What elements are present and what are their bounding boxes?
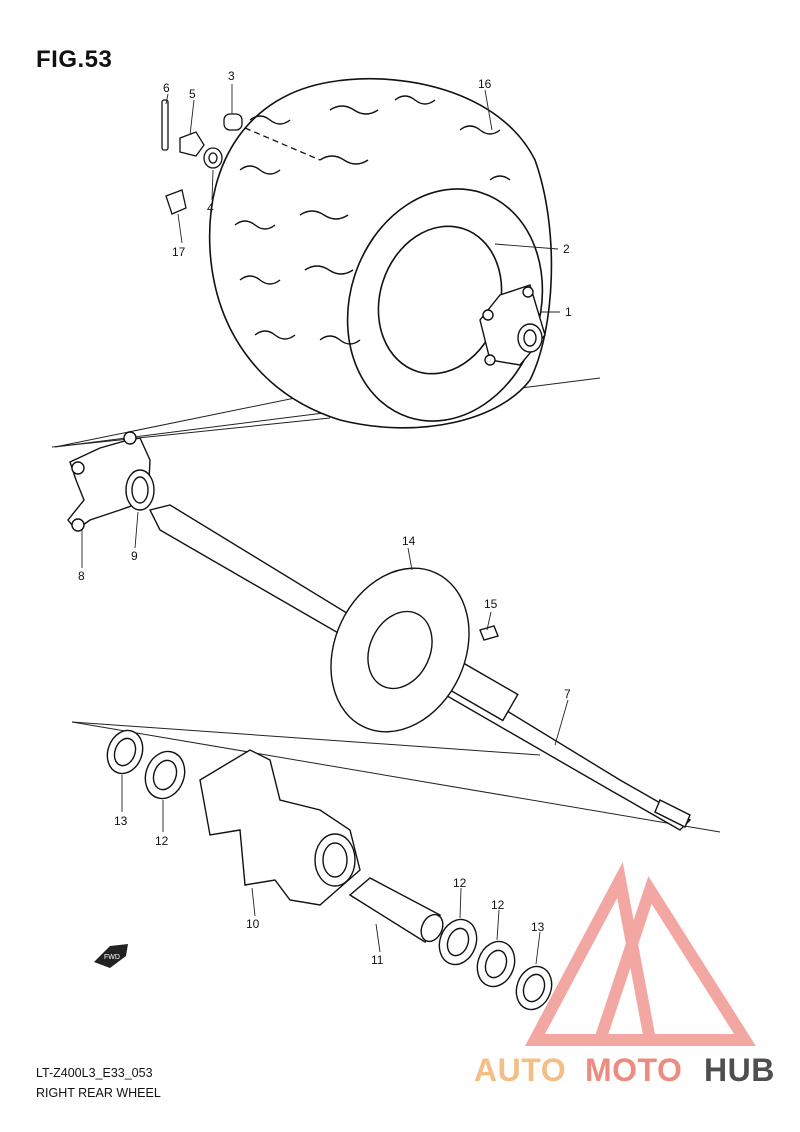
- callout-12-right: 12: [491, 898, 505, 912]
- callout-15: 15: [484, 597, 498, 611]
- callout-4: 4: [207, 201, 214, 215]
- brake-disc: [330, 567, 499, 733]
- watermark-hub: HUB: [704, 1052, 775, 1088]
- watermark-auto: AUTO: [474, 1052, 567, 1088]
- forward-arrow-icon: FWD: [94, 944, 128, 968]
- callout-6: 6: [163, 81, 170, 95]
- callout-9: 9: [131, 549, 138, 563]
- spacer-tube: [348, 877, 444, 943]
- callout-5: 5: [189, 87, 196, 101]
- callout-10: 10: [246, 917, 260, 931]
- hub-carrier: [67, 431, 155, 532]
- callout-13-left: 13: [114, 814, 128, 828]
- callout-11: 11: [371, 953, 384, 967]
- callout-12-left: 12: [155, 834, 169, 848]
- callout-3: 3: [228, 69, 235, 83]
- watermark-moto: MOTO: [585, 1052, 683, 1088]
- callout-17: 17: [172, 245, 186, 259]
- callout-13-right: 13: [531, 920, 545, 934]
- diagram-code: LT-Z400L3_E33_053: [36, 1066, 153, 1080]
- leader-lines: [81, 84, 569, 965]
- page-title: FIG.53: [36, 46, 113, 73]
- callout-14: 14: [402, 534, 416, 548]
- callout-7: 7: [564, 687, 571, 701]
- automotohub-logo: [525, 862, 756, 1046]
- forward-label: FWD: [104, 954, 120, 961]
- axle-housing: [199, 749, 361, 906]
- callout-8: 8: [78, 569, 85, 583]
- callout-1: 1: [565, 305, 572, 319]
- callout-numbers: 6 5 3 4 17 16 2 1 8 9 14 15 7 13 12 10 1…: [78, 69, 572, 967]
- seal-bearing-left: [106, 729, 186, 800]
- callout-2: 2: [563, 242, 570, 256]
- callout-16: 16: [478, 77, 492, 91]
- callout-12-mid: 12: [453, 876, 467, 890]
- seal-bearing-right: [438, 918, 553, 1011]
- diagram-caption: RIGHT REAR WHEEL: [36, 1086, 161, 1100]
- wheel-hub: [479, 284, 546, 366]
- rear-tire: [208, 77, 553, 429]
- hardware-parts: [161, 99, 321, 215]
